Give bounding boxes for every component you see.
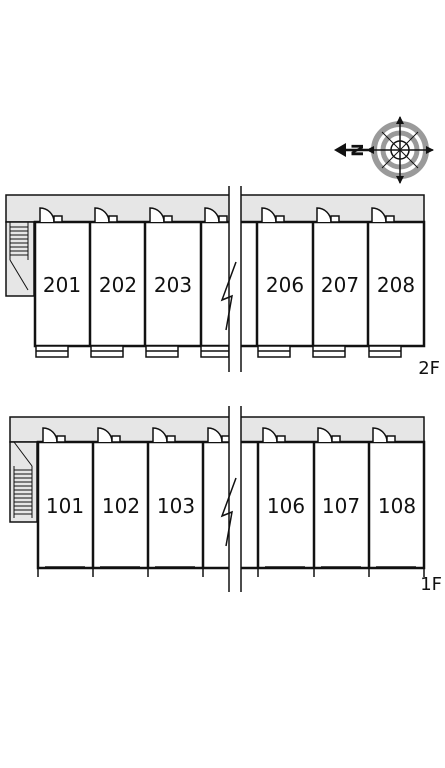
units-block-left-1f bbox=[36, 440, 232, 570]
door-icons-1f bbox=[42, 427, 396, 443]
floor-label-2f: 2F bbox=[418, 358, 440, 379]
garden-dividers-1f bbox=[37, 566, 425, 577]
compass-rose-icon bbox=[366, 116, 434, 184]
unit-202-label: 202 bbox=[99, 273, 137, 297]
break-line-1f bbox=[220, 406, 242, 592]
floor-2f-plan: 201 202 203 206 207 208 2F bbox=[5, 186, 440, 379]
floor-label-1f: 1F bbox=[420, 574, 442, 595]
balconies-2f bbox=[35, 345, 402, 358]
unit-201-label: 201 bbox=[43, 273, 81, 297]
north-arrow-icon bbox=[334, 143, 368, 157]
unit-106-label: 106 bbox=[267, 494, 305, 518]
staircase-2f bbox=[5, 221, 35, 297]
stair-steps-2f bbox=[9, 222, 29, 291]
unit-103-label: 103 bbox=[157, 494, 195, 518]
floor-1f-plan: 101 102 103 106 107 108 1F bbox=[9, 406, 442, 595]
break-line-2f bbox=[220, 186, 242, 372]
door-icons-2f bbox=[39, 207, 395, 223]
unit-102-label: 102 bbox=[102, 494, 140, 518]
unit-101-label: 101 bbox=[46, 494, 84, 518]
units-block-right-1f bbox=[238, 440, 426, 570]
unit-207-label: 207 bbox=[321, 273, 359, 297]
unit-206-label: 206 bbox=[266, 273, 304, 297]
unit-208-label: 208 bbox=[377, 273, 415, 297]
unit-203-label: 203 bbox=[154, 273, 192, 297]
unit-107-label: 107 bbox=[322, 494, 360, 518]
unit-108-label: 108 bbox=[378, 494, 416, 518]
north-label: N bbox=[348, 143, 367, 156]
units-block-left-2f bbox=[33, 220, 232, 348]
stair-steps-1f bbox=[13, 441, 33, 518]
